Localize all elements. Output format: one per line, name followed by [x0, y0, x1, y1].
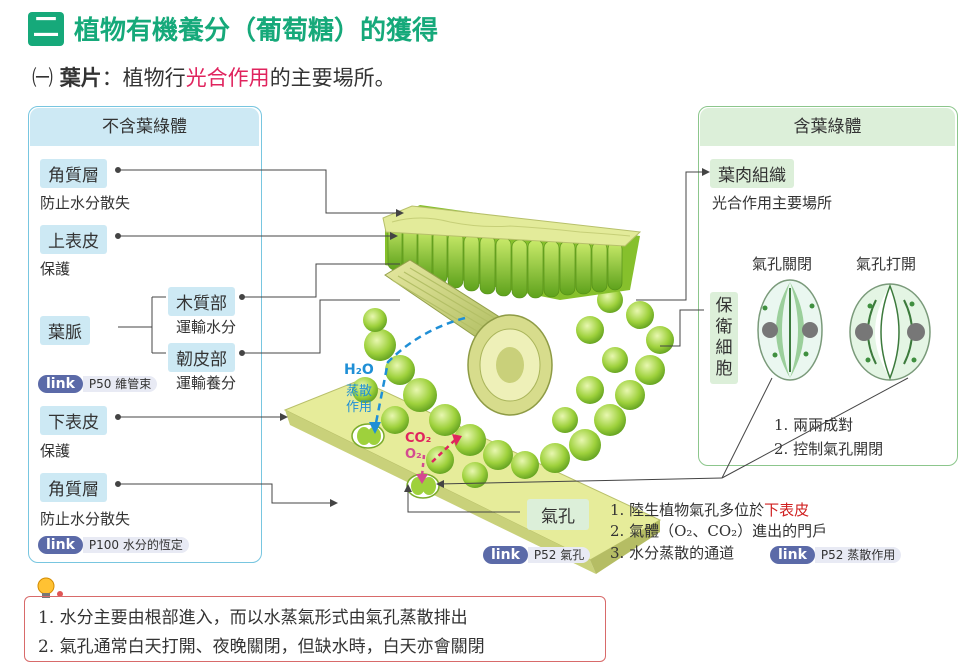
section-number-badge: 二: [28, 12, 64, 46]
stoma-point-3: 3. 水分蒸散的通道: [610, 544, 735, 562]
co2-label: CO₂: [405, 431, 432, 446]
desc-cuticle-lower: 防止水分散失: [40, 510, 131, 528]
link-badge: link: [483, 546, 528, 564]
right-leader-lines: [407, 171, 909, 513]
desc-mesophyll: 光合作用主要場所: [712, 194, 833, 212]
tag-lower-epidermis: 下表皮: [40, 406, 107, 435]
closed-stoma-icon: [757, 279, 823, 381]
o2-label: O₂: [405, 447, 422, 462]
note-line-1: 1. 水分主要由根部進入，而以水蒸氣形式由氣孔蒸散排出: [38, 608, 468, 628]
tag-guard-cell: 保衛細胞: [710, 292, 738, 384]
o2-arrow: [420, 454, 426, 477]
desc-xylem: 運輸水分: [176, 318, 237, 336]
label-stoma-closed: 氣孔關閉: [752, 255, 813, 273]
lightbulb-icon: [37, 577, 63, 598]
palisade-layer: [382, 205, 642, 300]
stoma-in-section-1: [351, 423, 385, 449]
vein-bundle: [384, 259, 553, 416]
link-badge: link: [38, 375, 83, 393]
subtitle-key: 葉片: [59, 66, 102, 90]
desc-upper-epidermis: 保護: [40, 260, 71, 278]
desc-lower-epidermis: 保護: [40, 442, 71, 460]
link-text: P52 蒸散作用: [814, 547, 902, 563]
link-badge: link: [38, 536, 83, 554]
label-stoma-open: 氣孔打開: [856, 255, 917, 273]
right-panel-heading: 含葉綠體: [700, 108, 955, 146]
stoma-point-1: 1. 陸生植物氣孔多位於下表皮: [610, 499, 809, 520]
subtitle-marker: ㈠: [32, 66, 53, 90]
note-line-2: 2. 氣孔通常白天打開、夜晚關閉，但缺水時，白天亦會關閉: [38, 637, 485, 657]
desc-cuticle-upper: 防止水分散失: [40, 194, 131, 212]
left-leader-lines: [115, 167, 400, 504]
tag-cuticle-lower: 角質層: [40, 473, 107, 502]
link-text: P52 氣孔: [527, 547, 591, 563]
desc-phloem: 運輸養分: [176, 374, 237, 392]
tag-phloem: 韌皮部: [168, 343, 235, 372]
water-path-arrow: [373, 316, 466, 429]
tag-stoma: 氣孔: [527, 499, 589, 530]
stoma-point-2: 2. 氣體（O₂、CO₂）進出的門戶: [610, 522, 828, 540]
tag-vein: 葉脈: [40, 316, 90, 345]
tag-xylem: 木質部: [168, 287, 235, 316]
transpiration-label-1: 蒸散: [346, 384, 373, 399]
link-text: P50 維管束: [82, 376, 158, 392]
link-text: P100 水分的恆定: [82, 537, 189, 553]
transpiration-label-2: 作用: [346, 400, 373, 415]
stoma-point-1-highlight: 下表皮: [764, 501, 810, 519]
o2-arrow-head: [416, 474, 428, 484]
link-badge: link: [770, 546, 815, 564]
tag-mesophyll: 葉肉組織: [710, 159, 794, 188]
subtitle-colon: ：植物行: [101, 66, 186, 90]
water-arrow-head: [369, 422, 381, 434]
co2-arrow-head: [452, 434, 462, 446]
notes-box: [24, 596, 606, 662]
h2o-label: H₂O: [344, 362, 374, 378]
guard-point-2: 2. 控制氣孔開閉: [774, 440, 884, 458]
subtitle-highlight: 光合作用: [185, 66, 270, 90]
subtitle-rest: 的主要場所。: [269, 66, 396, 90]
guard-point-1: 1. 兩兩成對: [774, 416, 854, 434]
page-title: 植物有機養分（葡萄糖）的獲得: [74, 16, 439, 46]
spongy-mesophyll-cells: [352, 287, 674, 488]
tag-upper-epidermis: 上表皮: [40, 225, 107, 254]
open-stoma-icon: [849, 283, 931, 381]
subtitle: ㈠ 葉片：植物行光合作用的主要場所。: [32, 62, 396, 92]
left-panel-heading: 不含葉綠體: [30, 108, 259, 146]
stoma-point-1-text: 1. 陸生植物氣孔多位於: [610, 501, 765, 519]
tag-cuticle-upper: 角質層: [40, 159, 107, 188]
